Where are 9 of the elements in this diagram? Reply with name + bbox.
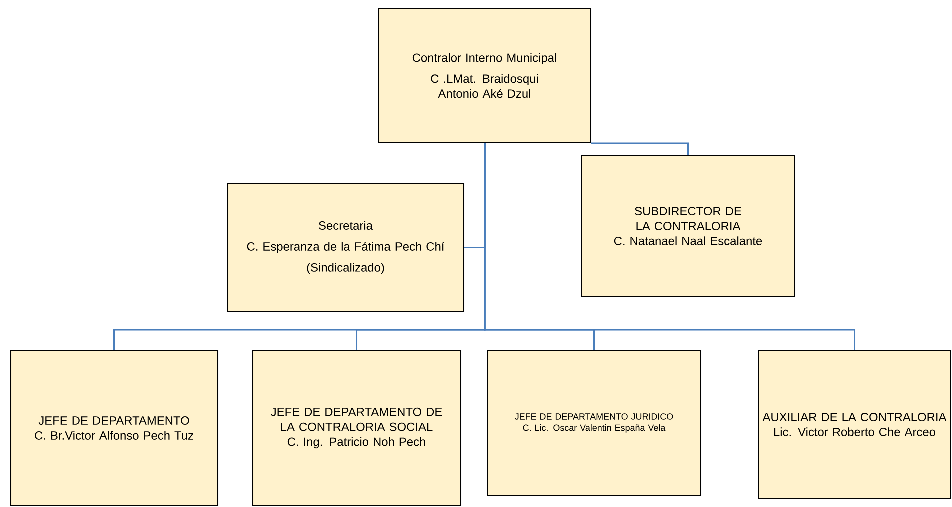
org-box: Secretaria C. Esperanza de la Fátima Pech Chí (Sindicalizado) xyxy=(227,183,464,312)
connector-line xyxy=(484,144,856,350)
org-box: JEFE DE DEPARTAMENTO C. Br.Victor Alfonso Pech Tuz xyxy=(10,350,218,506)
connector-line xyxy=(592,142,689,155)
org-box: SUBDIRECTOR DE LA CONTRALORIA C. Natanael Naal Escalante xyxy=(581,155,796,298)
org-box: Contralor Interno Municipal C .LMat. Braidosqui Antonio Aké Dzul xyxy=(378,8,592,144)
org-box: JEFE DE DEPARTAMENTO DE LA CONTRALORIA SOCIAL C. Ing. Patricio Noh Pech xyxy=(252,350,462,506)
org-box: AUXILIAR DE LA CONTRALORIA Lic. Victor Roberto Che Arceo xyxy=(758,350,952,500)
org-box: JEFE DE DEPARTAMENTO JURIDICO C. Lic. Oscar Valentin España Vela xyxy=(487,350,702,496)
